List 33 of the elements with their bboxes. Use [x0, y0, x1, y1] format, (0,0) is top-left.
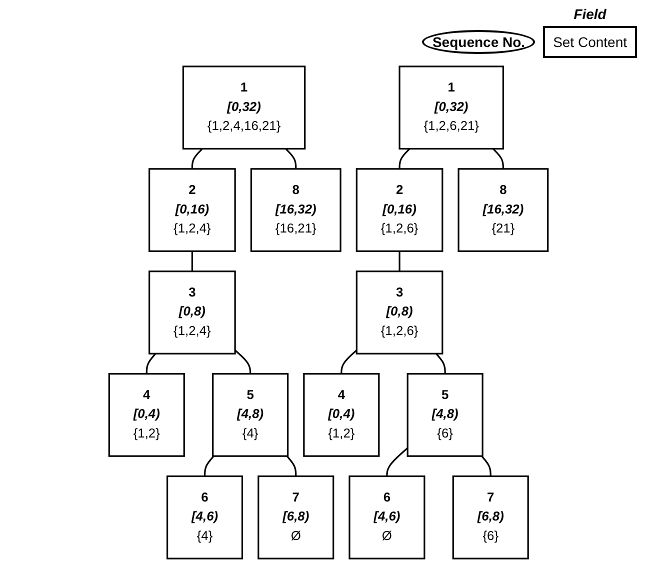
- connector: [286, 456, 297, 476]
- node-box: 2 [0,16) {1,2,4}: [148, 168, 236, 252]
- node-box: 4 [0,4) {1,2}: [108, 373, 185, 457]
- legend-field-label: Field: [572, 6, 608, 22]
- connector: [436, 353, 446, 374]
- node-box: 2 [0,16) {1,2,6}: [356, 168, 444, 252]
- node-box: 3 [0,8) {1,2,4}: [148, 270, 236, 354]
- node-box: 5 [4,8) {4}: [212, 373, 289, 457]
- node-box: 5 [4,8) {6}: [406, 373, 484, 457]
- connector: [340, 350, 358, 374]
- node-box: 8 [16,32) {21}: [458, 168, 549, 252]
- node-box: 8 [16,32) {16,21}: [250, 168, 342, 252]
- connector: [234, 350, 252, 374]
- legend-set-content-box: Set Content: [543, 26, 637, 58]
- node-box: 4 [0,4) {1,2}: [303, 373, 380, 457]
- connector: [191, 148, 203, 169]
- node-box: 6 [4,6) Ø: [348, 475, 426, 560]
- connector: [492, 148, 504, 169]
- legend-sequence-number-oval: Sequence No.: [422, 30, 536, 54]
- connector: [285, 148, 297, 169]
- connector: [204, 456, 214, 476]
- node-box: 1 [0,32) {1,2,6,21}: [398, 66, 504, 150]
- node-box: 7 [6,8) Ø: [258, 475, 334, 560]
- connector: [191, 251, 193, 272]
- connector: [386, 447, 408, 476]
- node-box: 7 [6,8) {6}: [452, 475, 529, 560]
- node-box: 3 [0,8) {1,2,6}: [356, 270, 444, 354]
- node-box: 6 [4,6) {4}: [166, 475, 244, 560]
- connector: [146, 353, 156, 374]
- connector: [398, 251, 400, 272]
- connector: [481, 456, 492, 476]
- node-box: 1 [0,32) {1,2,4,16,21}: [182, 66, 306, 150]
- connector: [398, 148, 410, 169]
